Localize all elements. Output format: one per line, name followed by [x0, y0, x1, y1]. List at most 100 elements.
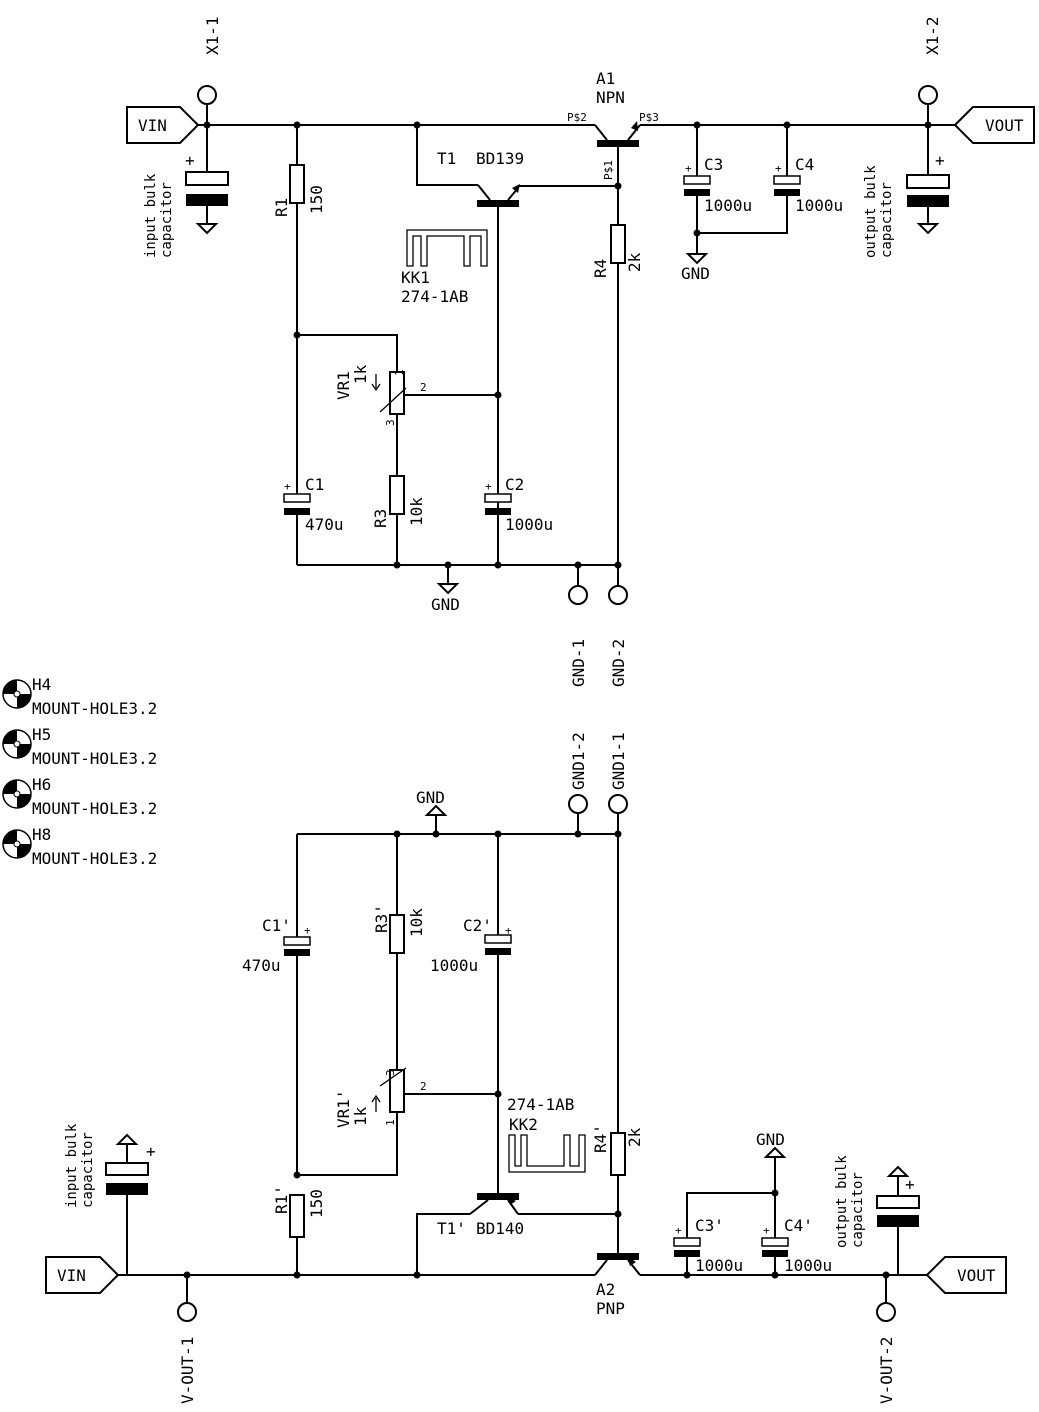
svg-text:+: + — [675, 1224, 682, 1237]
svg-text:H6: H6 — [32, 775, 51, 794]
svg-text:P$2: P$2 — [567, 111, 587, 124]
svg-text:1000u: 1000u — [784, 1256, 832, 1275]
capacitor-c2: + C2 1000u — [484, 475, 553, 534]
mount-holes: H4 MOUNT-HOLE3.2 H5 MOUNT-HOLE3.2 H6 MOU… — [2, 675, 157, 868]
resistor-r3-prime: R3' 10k — [372, 834, 426, 1070]
svg-text:input bulk: input bulk — [64, 1123, 80, 1208]
svg-text:2: 2 — [420, 1080, 427, 1093]
resistor-r4: R4 2k — [591, 186, 644, 585]
capacitor-c2-prime: + C2' 1000u — [430, 834, 512, 1193]
svg-text:+: + — [935, 151, 945, 170]
svg-text:+: + — [763, 1224, 770, 1237]
svg-text:A1: A1 — [596, 69, 615, 88]
capacitor-c3-prime: + C3' 1000u — [673, 1216, 743, 1275]
svg-text:1000u: 1000u — [704, 196, 752, 215]
mount-hole-h5 — [2, 729, 32, 759]
capacitor-c1-prime: + C1' 470u — [242, 834, 311, 1175]
svg-text:V-OUT-2: V-OUT-2 — [877, 1337, 896, 1404]
transistor-t1: T1 BD139 — [437, 149, 618, 565]
svg-text:274-1AB: 274-1AB — [401, 287, 468, 306]
svg-text:2k: 2k — [625, 1127, 644, 1147]
svg-text:VOUT: VOUT — [985, 116, 1024, 135]
svg-text:10k: 10k — [407, 908, 426, 937]
svg-text:VIN: VIN — [57, 1266, 86, 1285]
svg-text:10k: 10k — [407, 497, 426, 526]
resistor-r4-prime: R4' 2k — [591, 834, 644, 1255]
svg-text:GND-1: GND-1 — [569, 639, 588, 687]
svg-text:R4': R4' — [591, 1124, 610, 1153]
svg-text:GND-2: GND-2 — [609, 639, 628, 687]
svg-text:C2: C2 — [505, 475, 524, 494]
svg-text:BD140: BD140 — [476, 1219, 524, 1238]
transistor-t1-prime: T1' BD140 — [416, 1193, 618, 1275]
svg-text:1000u: 1000u — [430, 956, 478, 975]
resistor-r3: R3 10k — [371, 475, 426, 565]
svg-text:1k: 1k — [351, 1106, 370, 1126]
gnd-symbol-top: GND — [431, 565, 460, 614]
heatsink-kk1: KK1 274-1AB — [401, 229, 488, 306]
trimmer-vr1: VR1 1k 1 2 3 — [334, 364, 498, 476]
svg-text:MOUNT-HOLE3.2: MOUNT-HOLE3.2 — [32, 699, 157, 718]
svg-text:+: + — [185, 151, 195, 170]
svg-text:A2: A2 — [596, 1280, 615, 1299]
gnd-2-connector: GND-2 — [608, 585, 628, 687]
trimmer-vr1-prime: VR1' 1k 3 2 1 — [297, 1067, 498, 1176]
svg-text:R1': R1' — [272, 1185, 291, 1214]
x1-1-connector: X1-1 — [197, 16, 222, 125]
svg-text:P$1: P$1 — [602, 160, 615, 180]
input-bulk-capacitor-bottom: + input bulk capacitor — [64, 1123, 156, 1275]
gnd-symbol-c3c4: GND — [686, 1130, 787, 1238]
svg-text:input bulk: input bulk — [143, 173, 159, 258]
svg-text:KK2: KK2 — [509, 1115, 538, 1134]
transistor-a1-npn: A1 NPN P$2 P$3 P$1 — [567, 69, 659, 186]
svg-text:R3: R3 — [371, 509, 390, 528]
v-out-2-connector: V-OUT-2 — [876, 1275, 896, 1404]
gnd1-1-connector: GND1-1 — [608, 732, 628, 834]
mount-hole-h4 — [2, 679, 32, 709]
svg-text:PNP: PNP — [596, 1299, 625, 1318]
svg-text:1000u: 1000u — [505, 515, 553, 534]
svg-text:VIN: VIN — [138, 116, 167, 135]
svg-text:H5: H5 — [32, 725, 51, 744]
svg-text:output bulk: output bulk — [834, 1155, 850, 1248]
transistor-a2-pnp: A2 PNP — [594, 1253, 641, 1318]
svg-text:GND: GND — [681, 264, 710, 283]
svg-text:470u: 470u — [305, 515, 344, 534]
svg-text:1: 1 — [393, 369, 406, 376]
mount-hole-h6 — [2, 779, 32, 809]
svg-text:V-OUT-1: V-OUT-1 — [178, 1337, 197, 1404]
gnd1-2-connector: GND1-2 — [568, 732, 588, 834]
svg-text:T1: T1 — [437, 149, 456, 168]
svg-text:+: + — [505, 924, 512, 937]
svg-text:+: + — [146, 1142, 156, 1161]
svg-text:3: 3 — [384, 1069, 397, 1076]
svg-text:+: + — [284, 480, 291, 493]
svg-text:MOUNT-HOLE3.2: MOUNT-HOLE3.2 — [32, 799, 157, 818]
x1-2-connector: X1-2 — [918, 16, 942, 125]
svg-text:274-1AB: 274-1AB — [507, 1095, 574, 1114]
resistor-r1: R1 150 — [272, 125, 326, 335]
capacitor-c3: + C3 1000u GND — [681, 125, 752, 283]
junctions-top — [203, 121, 932, 569]
negative-regulator: GND GND1-2 GND1-1 + C1' 470u R3' — [45, 732, 1007, 1404]
svg-text:R3': R3' — [372, 904, 391, 933]
gnd-symbol-bottom: GND — [416, 788, 448, 834]
svg-text:C4: C4 — [795, 155, 814, 174]
output-bulk-capacitor-top: + output bulk capacitor — [863, 125, 950, 258]
svg-text:MOUNT-HOLE3.2: MOUNT-HOLE3.2 — [32, 849, 157, 868]
svg-text:+: + — [685, 162, 692, 175]
svg-text:+: + — [775, 162, 782, 175]
svg-text:1k: 1k — [351, 364, 370, 384]
capacitor-c4-prime: + C4' 1000u — [761, 1193, 832, 1275]
vin-port-top: VIN — [126, 106, 200, 144]
svg-text:C2': C2' — [463, 916, 492, 935]
gnd-1-connector: GND-1 — [568, 565, 588, 687]
svg-text:2: 2 — [420, 381, 427, 394]
svg-text:+: + — [905, 1175, 915, 1194]
svg-text:capacitor: capacitor — [879, 182, 895, 258]
svg-text:1000u: 1000u — [695, 1256, 743, 1275]
positive-regulator: VIN X1-1 + input bulk capacitor R1 — [126, 16, 1035, 687]
svg-text:R4: R4 — [591, 259, 610, 278]
vout-port-top: VOUT — [953, 106, 1035, 144]
svg-text:C1': C1' — [262, 916, 291, 935]
